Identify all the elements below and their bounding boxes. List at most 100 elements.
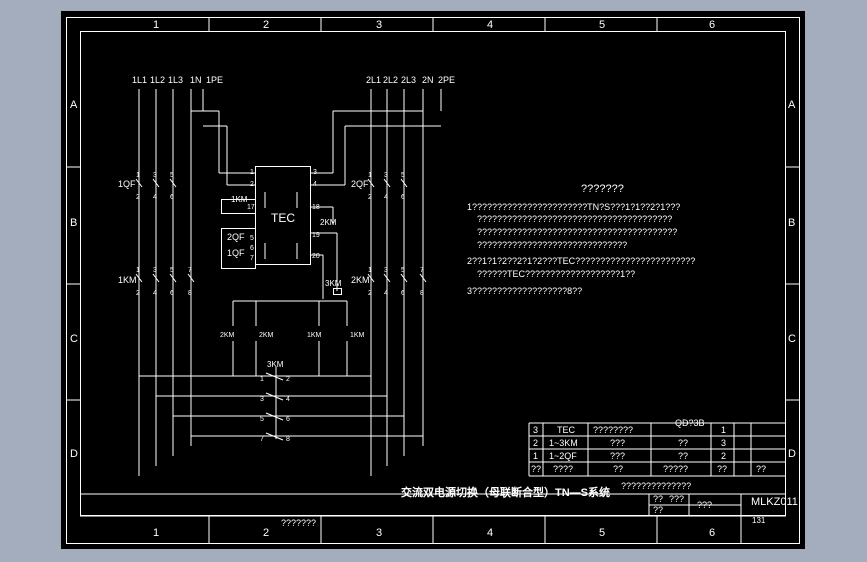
pole-num: 4 bbox=[153, 290, 157, 297]
pole-num: 8 bbox=[188, 290, 192, 297]
parts-cell: ?? bbox=[678, 438, 688, 448]
pole-num: 4 bbox=[153, 194, 157, 201]
drawing-sheet: 1 2 3 4 5 6 1 2 3 4 5 6 A B C D A B C D … bbox=[61, 11, 805, 549]
pole-num: 1 bbox=[136, 267, 140, 274]
notes-title: ??????? bbox=[581, 183, 624, 195]
notes-line: ??????TEC???????????????????1?? bbox=[477, 269, 635, 279]
contactor-2km-label: 2KM bbox=[351, 275, 370, 285]
sheet-number: 131 bbox=[752, 516, 766, 525]
pole-num: 1 bbox=[368, 172, 372, 179]
pole-num: 2 bbox=[368, 290, 372, 297]
breaker-1qf-label: 1QF bbox=[118, 179, 136, 189]
row-label: A bbox=[788, 99, 796, 111]
row-label: C bbox=[788, 333, 796, 345]
parts-cell: 1~2QF bbox=[549, 451, 577, 461]
pole-num: 2 bbox=[368, 194, 372, 201]
row-label: C bbox=[70, 333, 78, 345]
aux-contact-label: 1KM bbox=[307, 332, 322, 339]
col-label: 5 bbox=[599, 527, 605, 539]
pole-num: 5 bbox=[170, 172, 174, 179]
pole-num: 8 bbox=[420, 290, 424, 297]
col-label: 3 bbox=[376, 527, 382, 539]
pole-num: 4 bbox=[384, 194, 388, 201]
col-label: 1 bbox=[153, 19, 159, 31]
tec-pin: 1 bbox=[250, 169, 254, 176]
parts-cell: 2 bbox=[533, 438, 538, 448]
pole-num: 2 bbox=[136, 194, 140, 201]
parts-cell: ?? bbox=[531, 464, 541, 474]
tec-2km-label: 2KM bbox=[320, 218, 337, 227]
km3-contact-num: 4 bbox=[286, 396, 290, 403]
breaker-2qf-label: 2QF bbox=[351, 179, 369, 189]
input-label: 2N bbox=[422, 75, 434, 85]
pole-num: 2 bbox=[136, 290, 140, 297]
km3-contact-num: 1 bbox=[260, 376, 264, 383]
pole-num: 6 bbox=[170, 194, 174, 201]
notes-line: ?????????????????????????????? bbox=[477, 240, 627, 250]
input-label: 2PE bbox=[438, 75, 455, 85]
parts-cell: ?? bbox=[613, 464, 623, 474]
input-label: 1L2 bbox=[150, 75, 165, 85]
tec-1qf-label: 1QF bbox=[227, 248, 245, 258]
tec-pin: 18 bbox=[312, 204, 320, 211]
col-label: 2 bbox=[263, 527, 269, 539]
pole-num: 7 bbox=[188, 267, 192, 274]
pole-num: 6 bbox=[401, 290, 405, 297]
notes-line: 1???????????????????????TN?S???1?1??2?1?… bbox=[467, 202, 680, 212]
title-cell: ?? bbox=[653, 505, 663, 515]
input-label: 1N bbox=[190, 75, 202, 85]
km3-contact-num: 3 bbox=[260, 396, 264, 403]
tec-pin: 17 bbox=[247, 204, 255, 211]
pole-num: 4 bbox=[384, 290, 388, 297]
parts-cell: ?? bbox=[678, 451, 688, 461]
notes-line: ???????????????????????????????????????? bbox=[477, 227, 677, 237]
km3-contact-num: 2 bbox=[286, 376, 290, 383]
pole-num: 3 bbox=[153, 172, 157, 179]
notes-line: 2??1?1?2??2?1?2???TEC???????????????????… bbox=[467, 256, 695, 266]
contactor-1km-label: 1KM bbox=[118, 275, 137, 285]
pole-num: 6 bbox=[170, 290, 174, 297]
aux-contact-label: 1KM bbox=[350, 332, 365, 339]
pole-num: 7 bbox=[420, 267, 424, 274]
col-label: 2 bbox=[263, 19, 269, 31]
pole-num: 1 bbox=[136, 172, 140, 179]
km3-contact-num: 5 bbox=[260, 416, 264, 423]
col-label: 6 bbox=[709, 19, 715, 31]
parts-cell: ??? bbox=[610, 451, 625, 461]
parts-cell: ?? bbox=[717, 464, 727, 474]
pole-num: 3 bbox=[153, 267, 157, 274]
tec-3km-label: 3KM bbox=[325, 279, 342, 288]
tec-pin: 7 bbox=[250, 255, 254, 262]
row-label: A bbox=[70, 99, 78, 111]
km3-contact-num: 7 bbox=[260, 436, 264, 443]
tec-pin: 19 bbox=[312, 232, 320, 239]
input-label: 1L1 bbox=[132, 75, 147, 85]
tec-pin: 5 bbox=[250, 235, 254, 242]
schematic-drawing: 1 2 3 4 5 6 1 2 3 4 5 6 A B C D A B C D … bbox=[66, 17, 800, 544]
col-label: 5 bbox=[599, 19, 605, 31]
parts-cell: 2 bbox=[721, 451, 726, 461]
row-label: D bbox=[70, 448, 78, 460]
parts-cell: 3 bbox=[721, 438, 726, 448]
col-label: 1 bbox=[153, 527, 159, 539]
row-label: B bbox=[70, 217, 77, 229]
tec-pin: 3 bbox=[313, 169, 317, 176]
title-cell: ?? bbox=[653, 494, 663, 504]
input-label: 2L2 bbox=[383, 75, 398, 85]
tec-2qf-label: 2QF bbox=[227, 232, 245, 242]
parts-cell: 1~3KM bbox=[549, 438, 578, 448]
km3-contact-num: 6 bbox=[286, 416, 290, 423]
pole-num: 3 bbox=[384, 172, 388, 179]
contactor-3km-label: 3KM bbox=[267, 360, 284, 369]
input-label: 2L3 bbox=[401, 75, 416, 85]
col-label: 4 bbox=[487, 527, 493, 539]
title-cell: ??????? bbox=[281, 518, 316, 528]
title-block-subtitle: ?????????????? bbox=[621, 481, 691, 491]
parts-cell: TEC bbox=[557, 425, 576, 435]
pole-num: 5 bbox=[401, 172, 405, 179]
parts-cell: ????? bbox=[663, 464, 688, 474]
drawing-title: 交流双电源切换（母联断合型）TN—S系统 bbox=[401, 485, 610, 499]
notes-line: ??????????????????????????????????????? bbox=[477, 214, 672, 224]
notes-line: 3???????????????????8?? bbox=[467, 286, 582, 296]
input-label: 1PE bbox=[206, 75, 223, 85]
